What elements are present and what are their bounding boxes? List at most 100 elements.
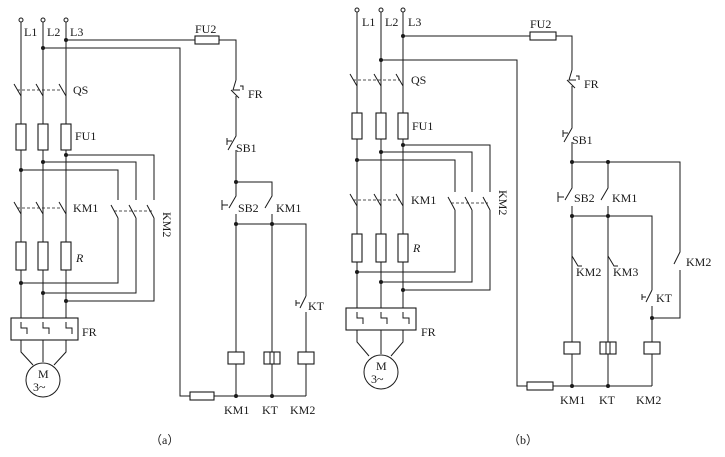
ctrl-kt-label-b: KT [656, 291, 673, 305]
km2-km3-nc-contacts-b [571, 216, 618, 276]
km1-main-label-a: KM1 [73, 201, 98, 215]
motor-phase-a: 3~ [33, 380, 46, 394]
kt-contact-b [641, 289, 653, 342]
resistor-l1-a [15, 241, 27, 271]
coil-return-a [214, 364, 307, 397]
terminal-l3-b [400, 7, 406, 13]
sb2-km1-merge-b [571, 206, 609, 217]
km2-taps-a [21, 154, 155, 200]
sb1-contact-a [227, 130, 237, 182]
coil-kt-mark-a [269, 352, 275, 364]
control-supply-line-b [403, 35, 573, 70]
terminal-l2-a [40, 17, 46, 23]
ctrl-km2-nc-label-b: KM2 [576, 265, 601, 279]
sb2-km1-branch-a [228, 181, 273, 209]
coil-kt-b [599, 341, 617, 355]
km2-contacts-a [110, 204, 155, 219]
km2-return-lines-a [21, 218, 155, 302]
fr-nc-contact-a [232, 79, 244, 130]
fr-blade-b [566, 79, 576, 89]
junction [41, 160, 45, 164]
terminal-l3-a [63, 17, 69, 23]
fuse-fu2-a [194, 35, 220, 45]
motor-symbol-b: M [376, 359, 387, 373]
qs-label-b: QS [411, 73, 426, 87]
resistor-label-b: R [412, 241, 421, 255]
junction [234, 394, 238, 398]
qs-leads-b [356, 86, 404, 113]
junction [41, 291, 45, 295]
junction [355, 270, 359, 274]
thermal-relay-fr-a [10, 317, 79, 341]
motor-phase-b: 3~ [371, 372, 384, 386]
phase-lines-top-b [356, 12, 404, 86]
fuse-fu1-l2-b [375, 112, 387, 140]
coil-km1-label-b: KM1 [560, 393, 585, 407]
kt-feed-b [608, 215, 653, 290]
junction [379, 58, 383, 62]
junction [64, 299, 68, 303]
km2-return-lines-b [357, 210, 491, 291]
sb2-button-b [557, 192, 564, 202]
sb2-km1-merge-a [235, 214, 273, 225]
sb1-contact-b [563, 122, 573, 162]
motor-leads-a [20, 340, 67, 366]
ctrl-sb1-label-b: SB1 [572, 133, 593, 147]
junction [355, 158, 359, 162]
junction [19, 281, 23, 285]
control-return-line-b [381, 59, 527, 387]
junction [379, 280, 383, 284]
terminal-l1-b [354, 7, 360, 13]
fuse-fu1-l1-a [15, 123, 27, 151]
motor-b [363, 354, 399, 390]
fuse-fu1-l1-b [351, 112, 363, 140]
junction [570, 384, 574, 388]
coil-km2-label-a: KM2 [290, 403, 315, 417]
fuse-fu1-l2-a [37, 123, 49, 151]
resistor-l1-b [351, 233, 363, 263]
km2-main-label-b: KM2 [496, 190, 510, 215]
coil-kt-mark-b [605, 342, 611, 354]
fu1-label-a: FU1 [75, 129, 96, 143]
fu2-label-b: FU2 [530, 17, 551, 31]
resistor-l2-a [37, 241, 49, 271]
ctrl-kt-label-a: KT [308, 299, 325, 313]
terminal-l2-b [378, 7, 384, 13]
diagram-a: L1 L2 L3 FU2 QS FU1 KM1 [10, 17, 325, 447]
km2-contacts-b [447, 196, 491, 211]
ctrl-sb2-label-b: SB2 [574, 191, 595, 205]
phase-label-l3-a: L3 [70, 25, 83, 39]
coil-feeds-b [571, 276, 609, 342]
phase-lines-low-b [356, 262, 404, 308]
coil-km1-label-a: KM1 [224, 403, 249, 417]
phase-label-l3-b: L3 [408, 15, 421, 29]
ctrl-sb1-label-a: SB1 [236, 141, 257, 155]
junction [379, 150, 383, 154]
coil-km1-a [227, 351, 245, 365]
terminal-l1-a [18, 17, 24, 23]
fu2-label-a: FU2 [195, 22, 216, 36]
resistor-leads-b [356, 206, 404, 234]
phase-label-l1-b: L1 [362, 15, 375, 29]
fr-label-b: FR [421, 325, 436, 339]
km2-no-branch-b [572, 161, 681, 319]
fr-nc-contact-b [568, 69, 580, 122]
coil-feeds-a [235, 223, 307, 352]
sb1-button-a [226, 138, 232, 145]
kt-contact-a [295, 295, 307, 352]
thermal-elements-b [356, 312, 410, 324]
junction [401, 288, 405, 292]
ctrl-km2-no-label-b: KM2 [686, 255, 711, 269]
junction [64, 38, 68, 42]
km2-main-label-a: KM2 [160, 212, 174, 237]
junction [41, 46, 45, 50]
phase-label-l2-b: L2 [385, 15, 398, 29]
km1-main-label-b: KM1 [411, 193, 436, 207]
junction [270, 394, 274, 398]
coil-return-b [553, 354, 653, 387]
resistor-l2-b [375, 233, 387, 263]
ctrl-km1-contact-label-a: KM1 [276, 201, 301, 215]
coil-kt-label-a: KT [262, 403, 279, 417]
